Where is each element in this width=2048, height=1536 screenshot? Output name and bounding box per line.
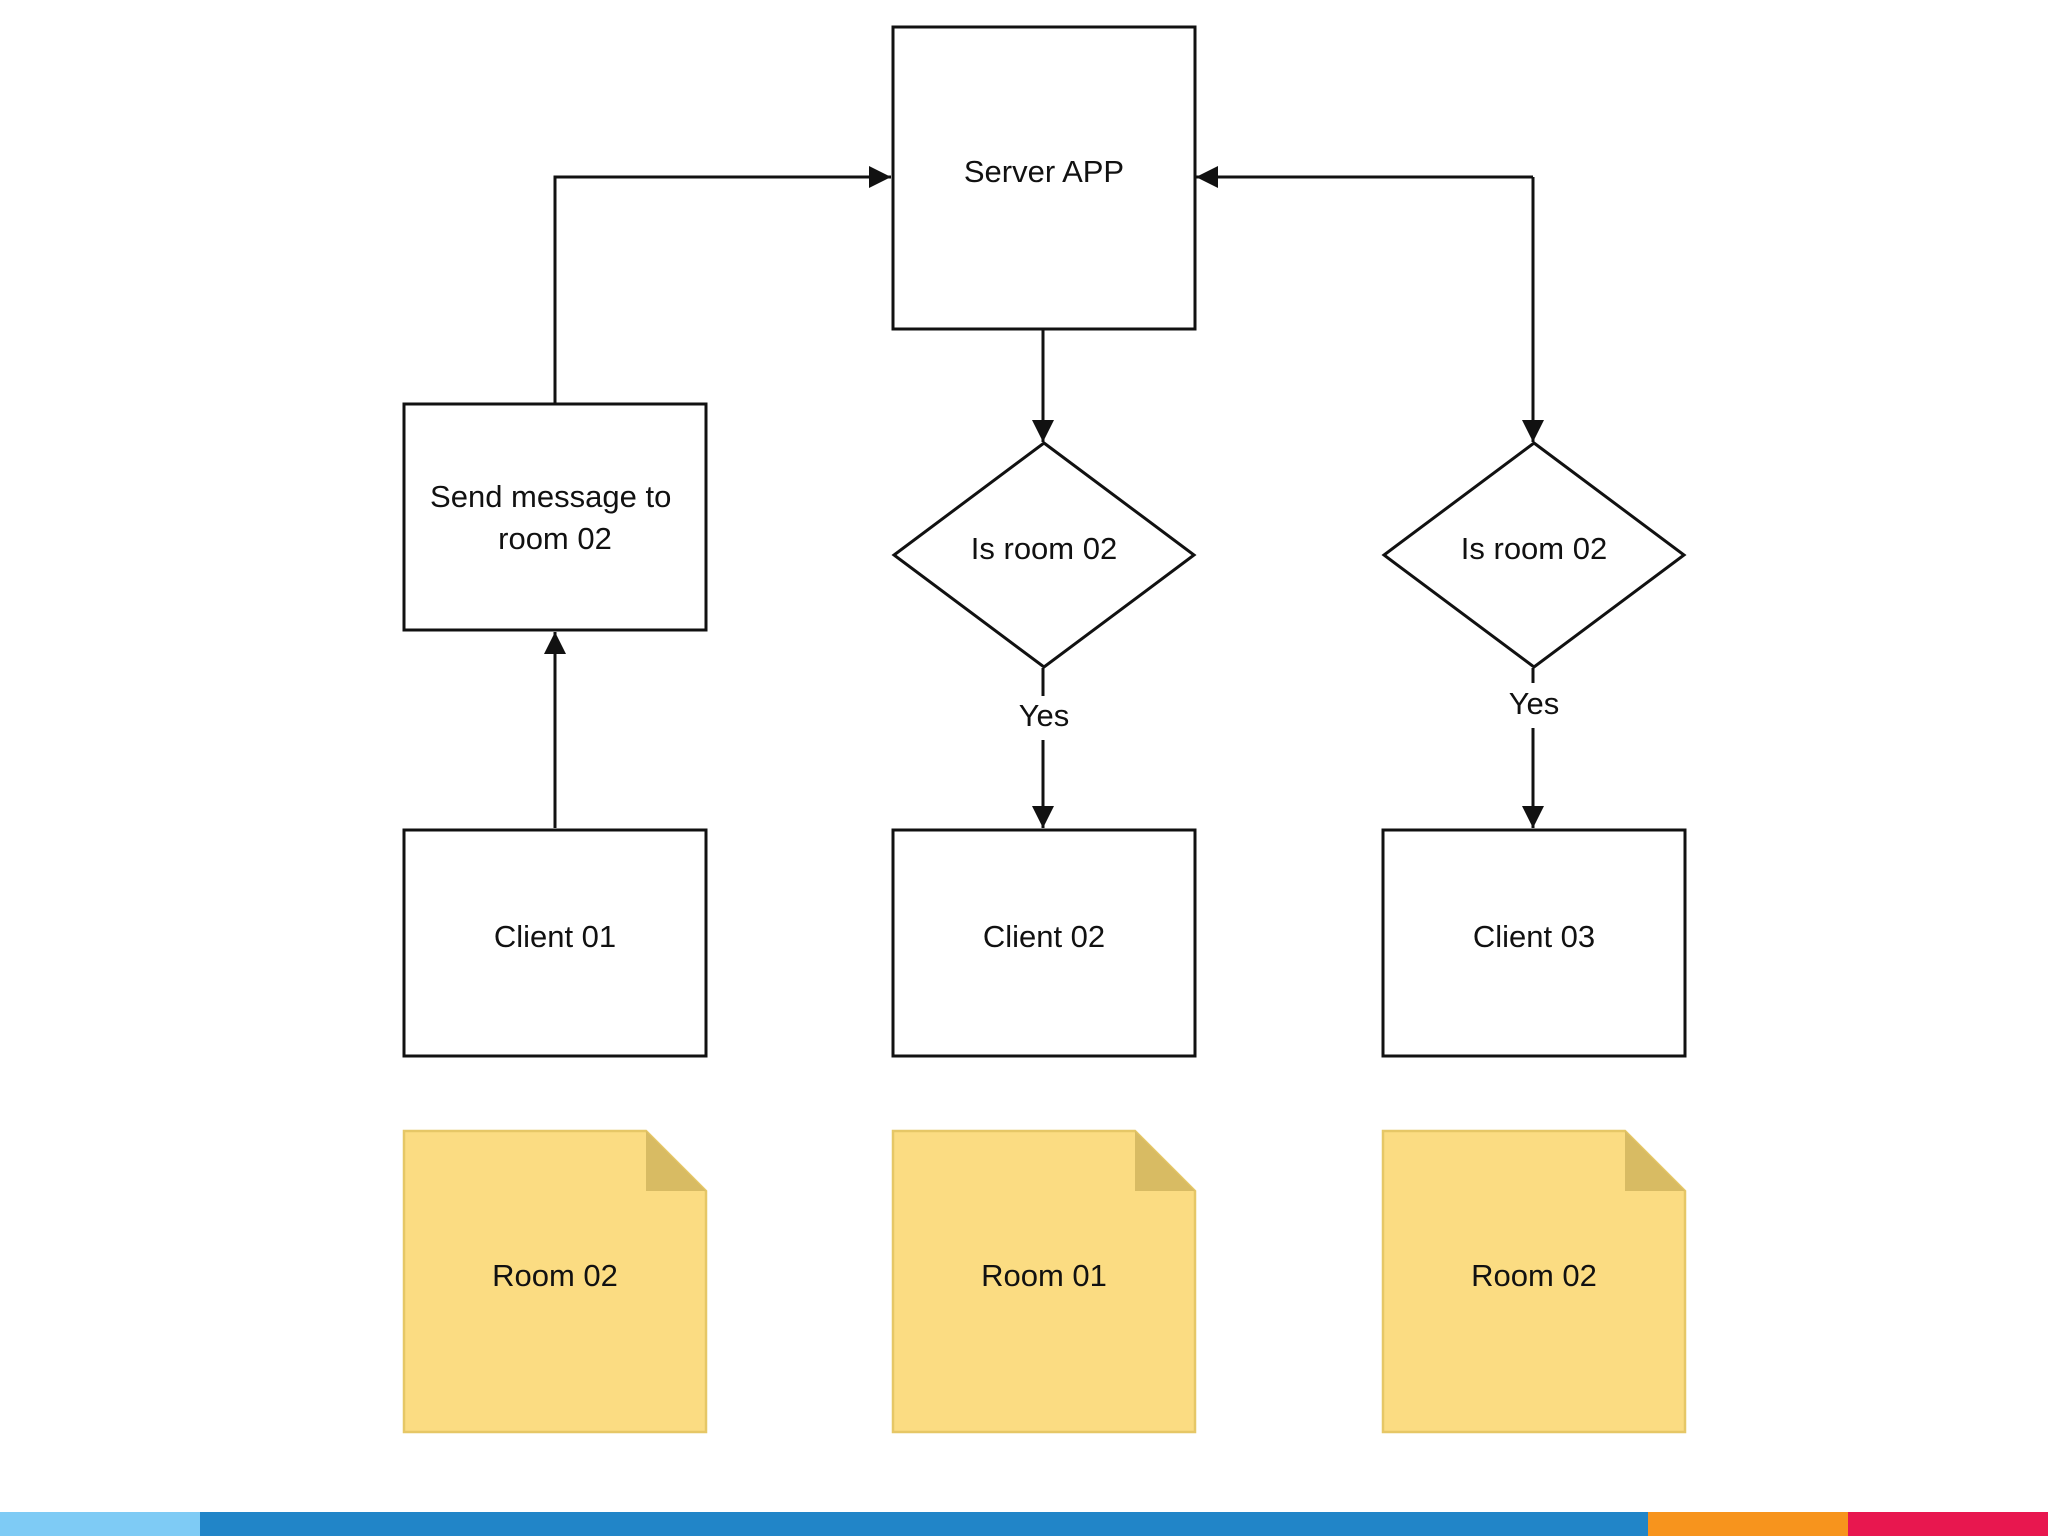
room-note-1-body	[402, 1129, 708, 1434]
client-03-box[interactable]	[1381, 828, 1687, 1058]
room-note-3-fold	[1625, 1131, 1685, 1191]
client-02-box[interactable]	[891, 828, 1197, 1058]
send-message-line-2: room 02	[498, 521, 612, 556]
send-message-line-1: Send message to	[430, 479, 671, 514]
decision-diamond-2[interactable]	[1381, 441, 1687, 669]
room-note-2-label: Room 01	[981, 1258, 1107, 1293]
room-note-3[interactable]: Room 02	[1381, 1129, 1687, 1434]
decision-2-label: Is room 02	[1461, 531, 1607, 566]
room-note-1[interactable]: Room 02	[402, 1129, 708, 1434]
client-01-box[interactable]	[402, 828, 708, 1058]
footer-segment-blue	[200, 1512, 1648, 1536]
yes-label-1: Yes	[1019, 698, 1070, 733]
room-note-2[interactable]: Room 01	[891, 1129, 1197, 1434]
send-message-label: Send message to room 02	[430, 479, 680, 556]
room-note-3-body	[1381, 1129, 1687, 1434]
client-01-label: Client 01	[494, 919, 616, 954]
footer-segment-orange	[1648, 1512, 1848, 1536]
footer-segment-light-blue	[0, 1512, 200, 1536]
room-note-2-fold	[1135, 1131, 1195, 1191]
server-app-label: Server APP	[964, 154, 1124, 189]
footer-segment-red	[1848, 1512, 2048, 1536]
decision-diamond-1[interactable]	[891, 441, 1197, 669]
client-03-label: Client 03	[1473, 919, 1595, 954]
edge-send-to-server	[553, 166, 891, 403]
send-message-box[interactable]	[402, 402, 708, 632]
server-app-box[interactable]	[891, 25, 1197, 331]
room-note-3-label: Room 02	[1471, 1258, 1597, 1293]
client-02-label: Client 02	[983, 919, 1105, 954]
decision-1-label: Is room 02	[971, 531, 1117, 566]
room-note-1-label: Room 02	[492, 1258, 618, 1293]
room-note-2-body	[891, 1129, 1197, 1434]
room-note-1-fold	[646, 1131, 706, 1191]
yes-label-2: Yes	[1509, 686, 1560, 721]
